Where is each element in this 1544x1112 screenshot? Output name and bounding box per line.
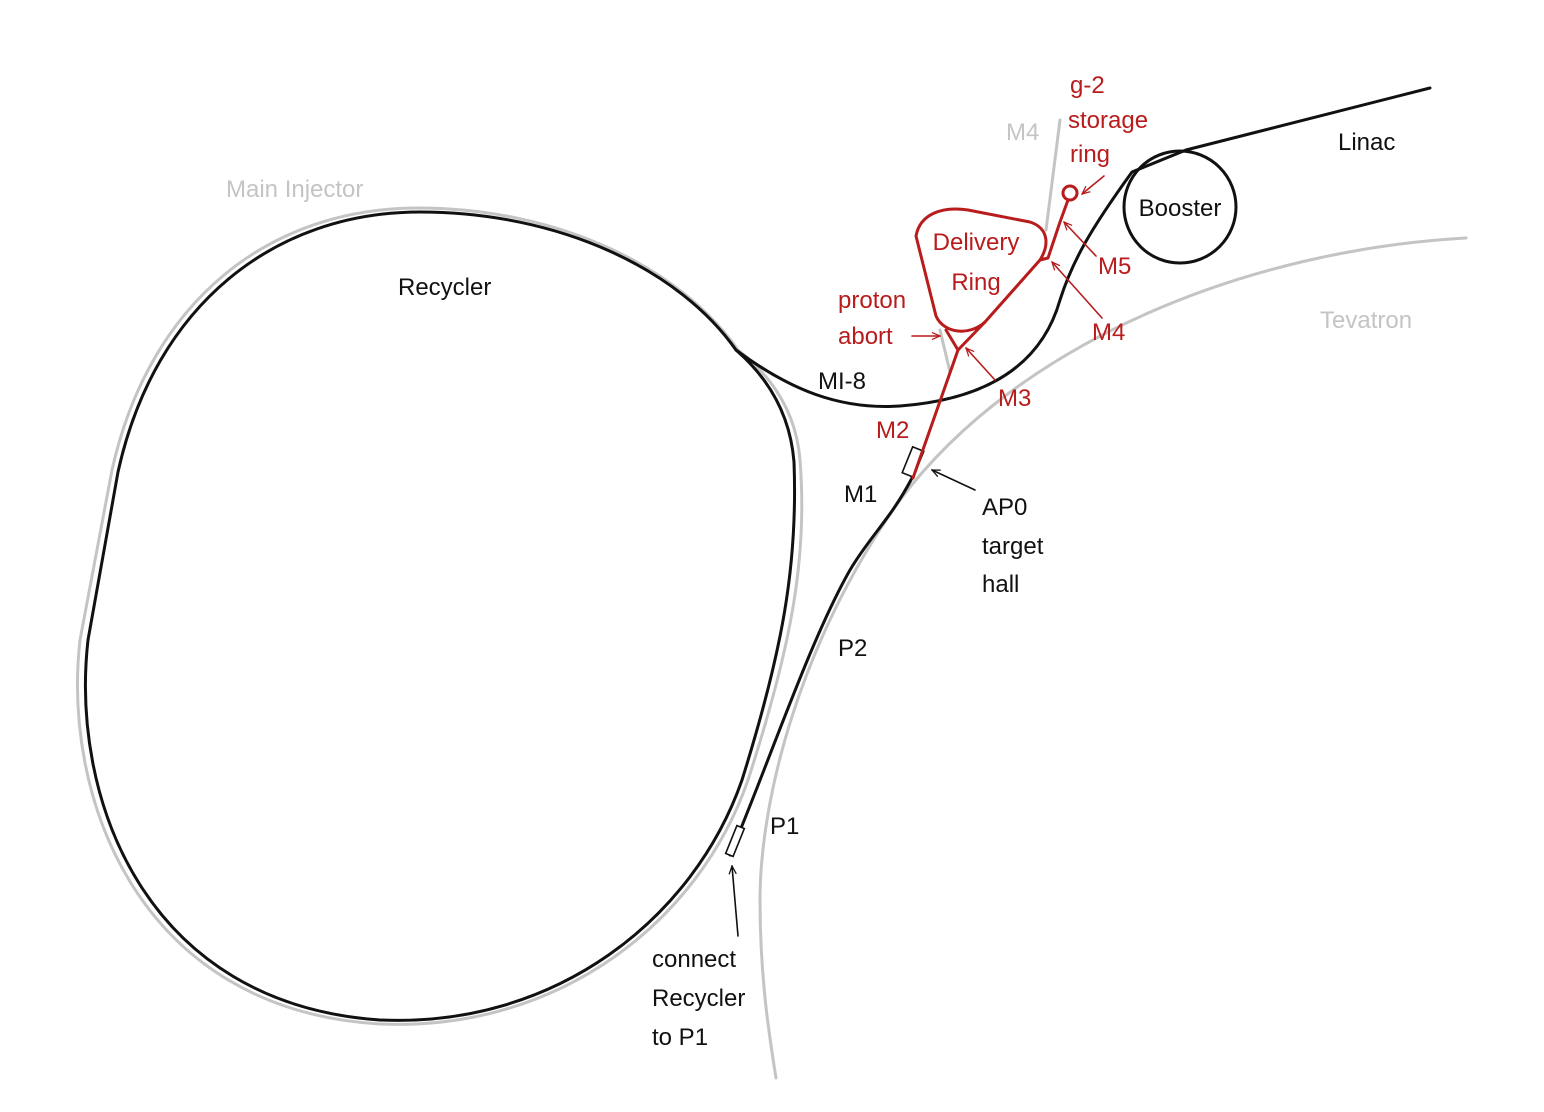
recycler-label: Recycler — [398, 274, 491, 301]
m5-label: M5 — [1098, 253, 1131, 280]
proton-abort-label-line2: abort — [838, 323, 893, 350]
connect-label-line1: connect — [652, 946, 736, 973]
p1-label: P1 — [770, 813, 799, 840]
g2-arrow — [1082, 175, 1105, 194]
connect-box — [724, 824, 746, 858]
g2-label-line3: ring — [1070, 141, 1110, 168]
ap0-arrow — [932, 469, 976, 491]
connect-arrow — [732, 866, 739, 937]
recycler-ring — [84, 210, 797, 1022]
proton-abort-label-line1: proton — [838, 287, 906, 314]
m4-gray-label: M4 — [1006, 119, 1039, 146]
linac-label: Linac — [1338, 129, 1395, 156]
booster-ring — [1122, 149, 1238, 265]
m4-label: M4 — [1092, 319, 1125, 346]
g2-label-line2: storage — [1068, 107, 1148, 134]
m4-m5-line — [1038, 198, 1070, 262]
delivery-ring-label-line1: Delivery — [933, 229, 1020, 256]
connect-label-line3: to P1 — [652, 1024, 708, 1051]
g2-storage-ring — [1061, 184, 1079, 202]
connect-label-line2: Recycler — [652, 985, 745, 1012]
tevatron-ring — [758, 236, 1468, 1080]
m3-abort-branch — [944, 328, 960, 352]
ap0-label-line2: target — [982, 533, 1044, 560]
proton-abort-gray-spur — [938, 328, 952, 374]
mi8-line — [734, 86, 1432, 408]
delivery-ring — [914, 207, 1048, 333]
main-injector-ring — [76, 206, 804, 1026]
p-line — [728, 476, 914, 857]
m4-arrow — [1052, 262, 1103, 319]
m1-label: M1 — [844, 481, 877, 508]
m2-label: M2 — [876, 417, 909, 444]
m4-gray-spur — [1044, 118, 1062, 232]
m3-arrow — [966, 348, 996, 381]
mi8-label: MI-8 — [818, 368, 866, 395]
tevatron-label: Tevatron — [1320, 307, 1412, 334]
m5-arrow — [1064, 222, 1097, 257]
p2-label: P2 — [838, 635, 867, 662]
delivery-ring-label-line2: Ring — [951, 269, 1000, 296]
ap0-label-line1: AP0 — [982, 494, 1027, 521]
booster-label: Booster — [1139, 195, 1222, 222]
m3-label: M3 — [998, 385, 1031, 412]
ap0-label-line3: hall — [982, 571, 1019, 598]
g2-label-line1: g-2 — [1070, 72, 1105, 99]
main-injector-label: Main Injector — [226, 176, 363, 203]
